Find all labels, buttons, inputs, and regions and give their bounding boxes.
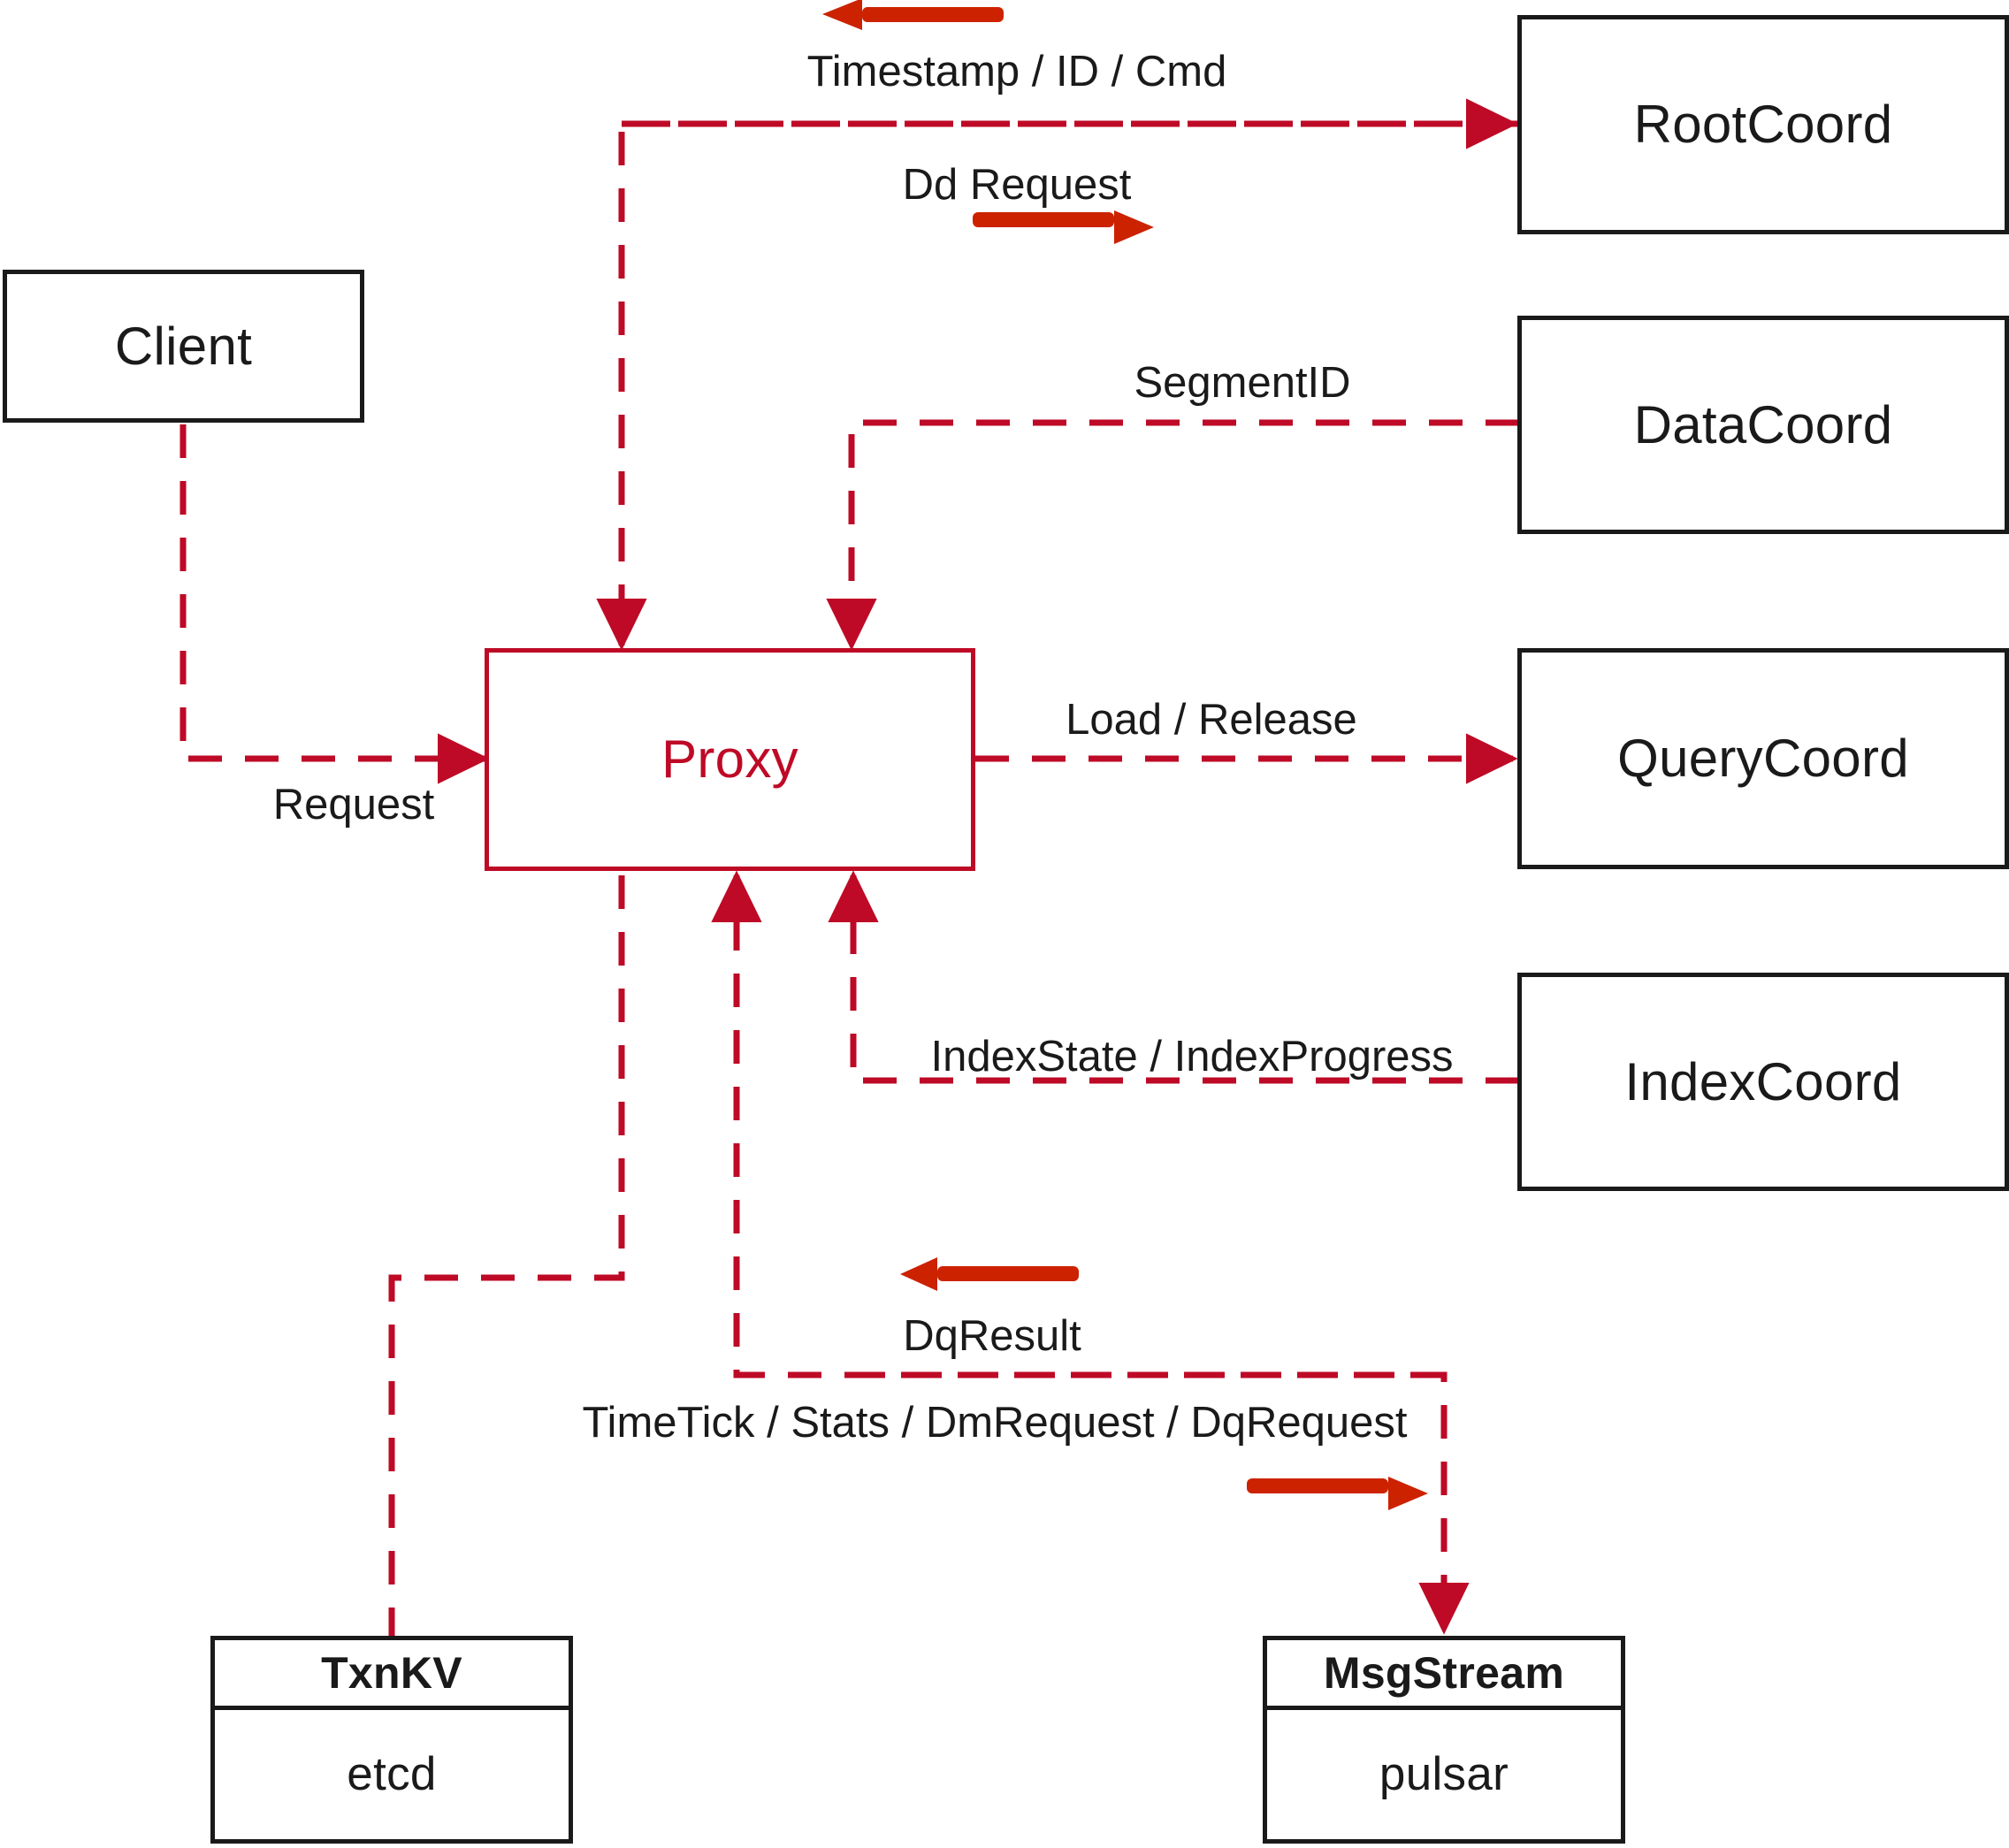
node-client[interactable]: Client xyxy=(3,270,364,423)
node-indexcoord-label: IndexCoord xyxy=(1624,1051,1902,1111)
node-proxy-label: Proxy xyxy=(661,729,798,789)
node-txnkv-header: TxnKV xyxy=(215,1640,569,1710)
edge-label-timetick-stats: TimeTick / Stats / DmRequest / DqRequest xyxy=(582,1399,1408,1447)
node-rootcoord-label: RootCoord xyxy=(1633,95,1893,154)
node-txnkv-impl-label: etcd xyxy=(347,1747,437,1800)
edge-dq-result xyxy=(711,870,1444,1378)
edge-request xyxy=(180,424,490,784)
node-querycoord[interactable]: QueryCoord xyxy=(1517,648,2009,869)
node-txnkv-label: TxnKV xyxy=(321,1647,462,1698)
edge-label-index-state-progress: IndexState / IndexProgress xyxy=(930,1033,1454,1081)
node-indexcoord[interactable]: IndexCoord xyxy=(1517,973,2009,1191)
edge-label-timestamp-id-cmd: Timestamp / ID / Cmd xyxy=(806,48,1227,95)
node-msgstream[interactable]: MsgStream pulsar xyxy=(1263,1636,1625,1844)
node-datacoord-label: DataCoord xyxy=(1633,394,1893,454)
node-querycoord-label: QueryCoord xyxy=(1617,729,1909,788)
node-client-label: Client xyxy=(114,316,253,376)
direction-arrow-dd-request xyxy=(973,210,1154,244)
edge-label-dq-result: DqResult xyxy=(903,1312,1081,1360)
edge-label-segment-id: SegmentID xyxy=(1134,359,1351,407)
node-rootcoord[interactable]: RootCoord xyxy=(1517,15,2009,234)
direction-arrow-dq-result xyxy=(900,1257,1079,1291)
node-msgstream-header: MsgStream xyxy=(1267,1640,1621,1710)
node-proxy[interactable]: Proxy xyxy=(485,648,975,871)
node-msgstream-impl-cell: pulsar xyxy=(1267,1710,1621,1839)
node-datacoord[interactable]: DataCoord xyxy=(1517,316,2009,534)
edge-segment-id xyxy=(826,419,1519,651)
node-txnkv-impl-cell: etcd xyxy=(215,1710,569,1839)
node-msgstream-impl-label: pulsar xyxy=(1379,1747,1509,1800)
direction-arrow-timetick xyxy=(1247,1477,1428,1510)
node-msgstream-label: MsgStream xyxy=(1323,1647,1565,1698)
edge-proxy-txnkv xyxy=(388,875,625,1636)
node-txnkv[interactable]: TxnKV etcd xyxy=(210,1636,573,1844)
edge-label-dd-request: Dd Request xyxy=(902,161,1132,209)
edge-label-request: Request xyxy=(272,781,435,829)
edge-label-load-release: Load / Release xyxy=(1066,696,1357,744)
direction-arrow-timestamp xyxy=(822,0,1004,30)
